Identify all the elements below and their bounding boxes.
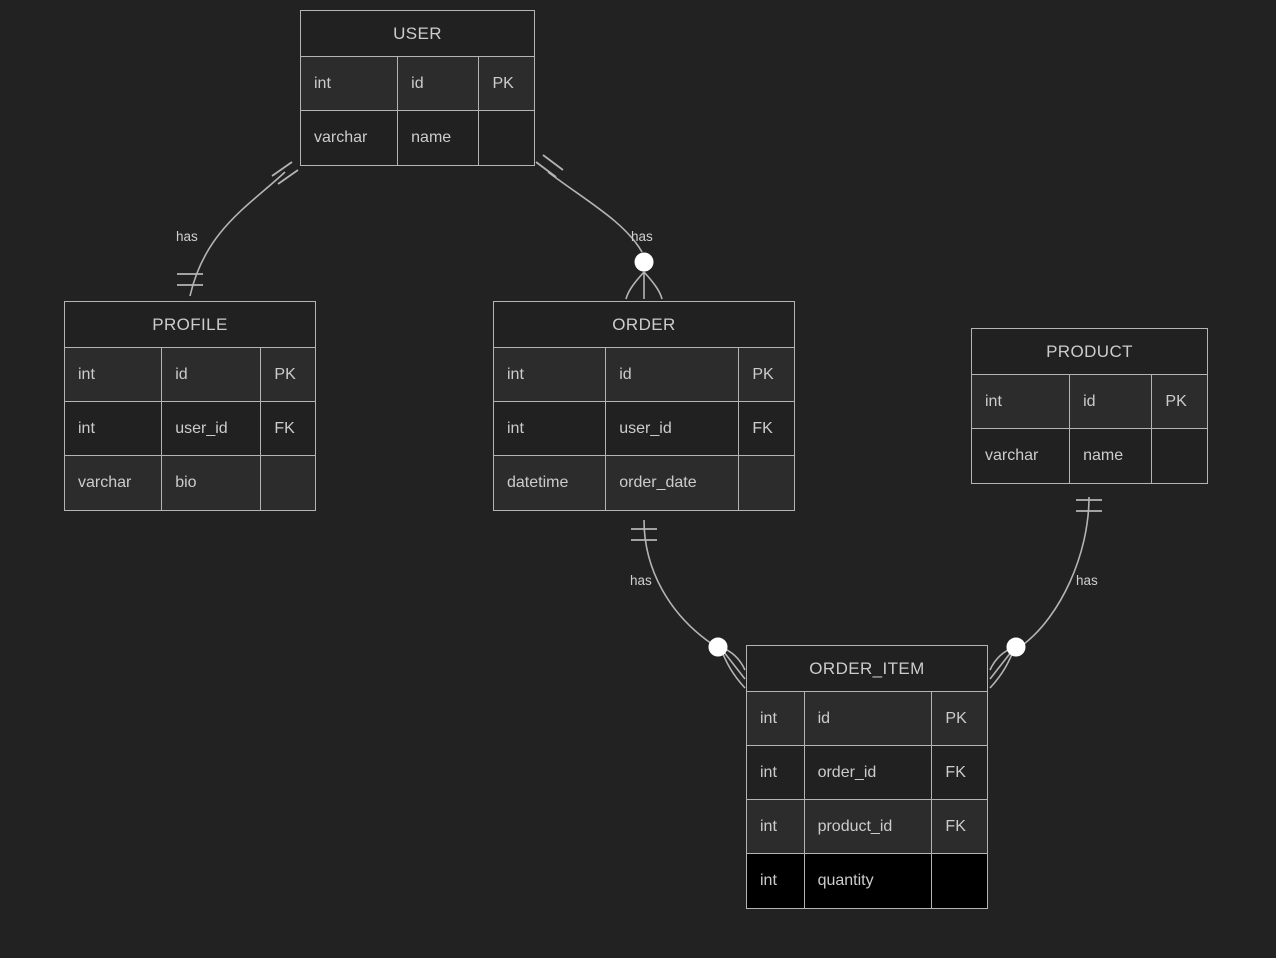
attribute-type: datetime <box>494 456 607 510</box>
link-user-profile <box>189 171 286 297</box>
attribute-name: product_id <box>805 800 933 853</box>
attribute-name: name <box>398 111 480 165</box>
relationship-label-user-profile: has <box>176 229 198 244</box>
relationship-label-user-order: has <box>631 229 653 244</box>
attribute-key: FK <box>752 419 773 437</box>
attribute-type: int <box>65 348 163 401</box>
attribute-key <box>479 111 534 165</box>
cardinality-user-profile-profile-one <box>177 273 203 286</box>
attribute-name: user_id <box>606 402 740 455</box>
attribute-name: order_id <box>805 746 933 799</box>
attribute-type: int <box>301 57 399 110</box>
attribute-type: int <box>494 348 607 401</box>
entity-title: PROFILE <box>65 302 315 348</box>
cardinality-user-order-order-many <box>625 271 663 300</box>
link-order-orderitem <box>643 519 713 645</box>
attribute-name: order_date <box>606 456 740 510</box>
entity-title: ORDER <box>494 302 794 348</box>
attribute-type: int <box>747 854 805 908</box>
attribute-key: PK <box>945 709 967 727</box>
attribute-key: PK <box>274 365 296 383</box>
attribute-key: PK <box>1165 392 1187 410</box>
attribute-key <box>932 854 987 908</box>
entity-title: USER <box>301 11 534 57</box>
cardinality-user-order-user-one <box>535 154 564 178</box>
cardinality-product-orderitem-item-many <box>989 646 1016 689</box>
link-product-orderitem <box>1023 496 1090 645</box>
attribute-name: id <box>398 57 480 110</box>
attribute-name: name <box>1070 429 1153 483</box>
cardinality-order-orderitem-item-many <box>719 646 746 689</box>
attribute-name: id <box>805 692 933 745</box>
attribute-type: int <box>494 402 607 455</box>
attribute-type: int <box>747 746 805 799</box>
attribute-key: FK <box>945 817 966 835</box>
attribute-key <box>1152 429 1207 483</box>
attribute-name: user_id <box>162 402 262 455</box>
attribute-key: PK <box>752 365 774 383</box>
attribute-type: int <box>972 375 1071 428</box>
relationship-label-order-orderitem: has <box>630 573 652 588</box>
attribute-key <box>261 456 315 510</box>
attribute-type: varchar <box>301 111 399 165</box>
cardinality-product-orderitem-product-one <box>1076 499 1102 512</box>
attribute-name: id <box>162 348 262 401</box>
relationship-label-product-orderitem: has <box>1076 573 1098 588</box>
entity-title: ORDER_ITEM <box>747 646 987 692</box>
attribute-type: varchar <box>65 456 163 510</box>
attribute-name: id <box>606 348 740 401</box>
link-user-order <box>547 171 643 253</box>
attribute-name: bio <box>162 456 262 510</box>
attribute-type: varchar <box>972 429 1071 483</box>
attribute-type: int <box>747 800 805 853</box>
cardinality-circle-product-orderitem <box>1006 637 1026 657</box>
attribute-key <box>739 456 794 510</box>
attribute-name: quantity <box>805 854 933 908</box>
cardinality-order-orderitem-order-one <box>631 528 657 541</box>
attribute-type: int <box>65 402 163 455</box>
attribute-key: FK <box>945 763 966 781</box>
attribute-key: FK <box>274 419 295 437</box>
attribute-key: PK <box>492 74 514 92</box>
cardinality-user-profile-user-one <box>271 161 299 185</box>
cardinality-circle-order-orderitem <box>708 637 728 657</box>
cardinality-circle-user-order <box>634 252 654 272</box>
attribute-name: id <box>1070 375 1153 428</box>
attribute-type: int <box>747 692 805 745</box>
entity-title: PRODUCT <box>972 329 1207 375</box>
